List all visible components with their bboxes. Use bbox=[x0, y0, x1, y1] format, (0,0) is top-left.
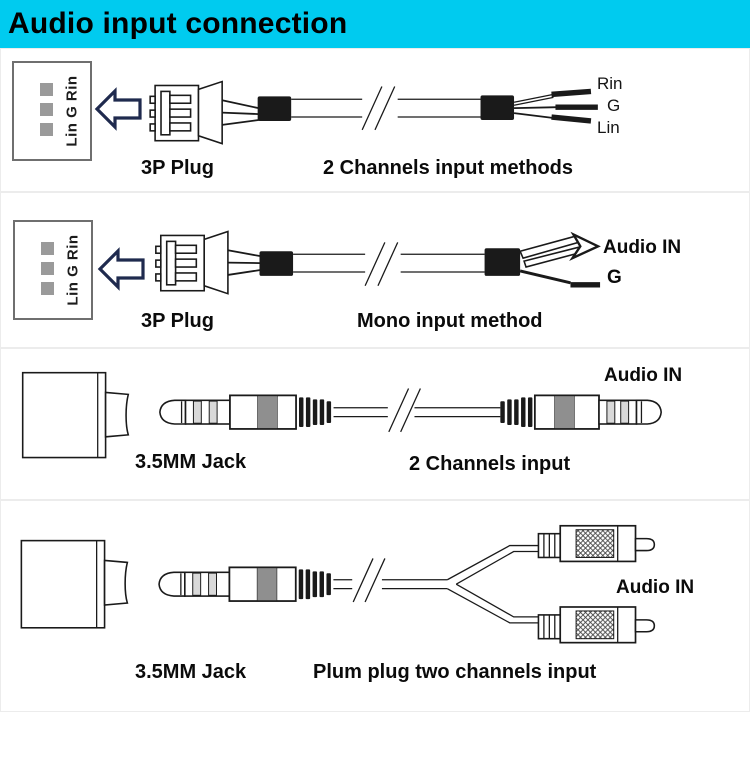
section-3p-two-channel: Lin G Rin bbox=[0, 48, 750, 192]
pin-square-2 bbox=[40, 103, 53, 116]
wire-label-audio-in: Audio IN bbox=[603, 237, 682, 258]
3p-plug-drawing bbox=[149, 80, 223, 145]
35mm-plug-drawing bbox=[158, 566, 331, 602]
35mm-socket-drawing bbox=[21, 371, 130, 459]
pin-square-1 bbox=[40, 83, 53, 96]
3p-plug-drawing bbox=[155, 230, 229, 295]
pin-square-3 bbox=[40, 123, 53, 136]
section-caption: 2 Channels input bbox=[409, 453, 571, 475]
wire-label-audio-in: Audio IN bbox=[604, 365, 683, 386]
section-jack-two-channel: Audio IN 3.5MM Jack 2 Channels input bbox=[0, 348, 750, 500]
cable-diagram-1 bbox=[149, 80, 598, 145]
cable-split-drawing bbox=[333, 544, 539, 624]
wire-label-g: G bbox=[607, 96, 621, 115]
pin-square-1 bbox=[41, 242, 54, 255]
cable-diagram-3 bbox=[21, 371, 662, 459]
pin-square-3 bbox=[41, 282, 54, 295]
section-caption: Mono input method bbox=[357, 310, 543, 332]
wire-label-audio-in: Audio IN bbox=[616, 577, 695, 598]
plug-label: 3P Plug bbox=[141, 310, 214, 332]
3p-socket-diagram: Lin G Rin bbox=[12, 61, 92, 161]
plug-label: 3P Plug bbox=[141, 157, 214, 179]
mono-fork-drawing bbox=[519, 231, 601, 288]
cable-drawing bbox=[333, 388, 501, 433]
35mm-plug-drawing bbox=[159, 394, 332, 430]
rca-plug-bottom-drawing bbox=[537, 606, 656, 644]
plug-label: 3.5MM Jack bbox=[135, 661, 247, 683]
cable-drawing bbox=[221, 86, 515, 131]
page-header: Audio input connection bbox=[0, 0, 750, 48]
plug-label: 3.5MM Jack bbox=[135, 451, 247, 473]
page-title: Audio input connection bbox=[8, 7, 348, 40]
arrow-left-icon bbox=[94, 87, 142, 131]
rca-plug-top-drawing bbox=[537, 524, 656, 563]
section-caption: 2 Channels input methods bbox=[323, 157, 574, 179]
35mm-socket-drawing bbox=[20, 539, 129, 629]
3p-socket-diagram: Lin G Rin bbox=[13, 220, 93, 320]
cable-drawing bbox=[227, 242, 521, 287]
section-jack-rca: Audio IN 3.5MM Jack Plum plug two channe… bbox=[0, 500, 750, 712]
wire-label-rin: Rin bbox=[597, 74, 623, 93]
section-3p-mono: Lin G Rin bbox=[0, 192, 750, 348]
cable-diagram-2 bbox=[155, 230, 601, 295]
arrow-left-icon bbox=[97, 247, 145, 291]
bare-wire-ends bbox=[513, 88, 598, 124]
35mm-plug-drawing-right bbox=[500, 394, 662, 430]
pin-square-2 bbox=[41, 262, 54, 275]
cable-diagram-4 bbox=[20, 524, 656, 644]
wire-label-g: G bbox=[607, 267, 622, 288]
section-caption: Plum plug two channels input bbox=[313, 661, 597, 683]
wire-label-lin: Lin bbox=[597, 118, 620, 137]
